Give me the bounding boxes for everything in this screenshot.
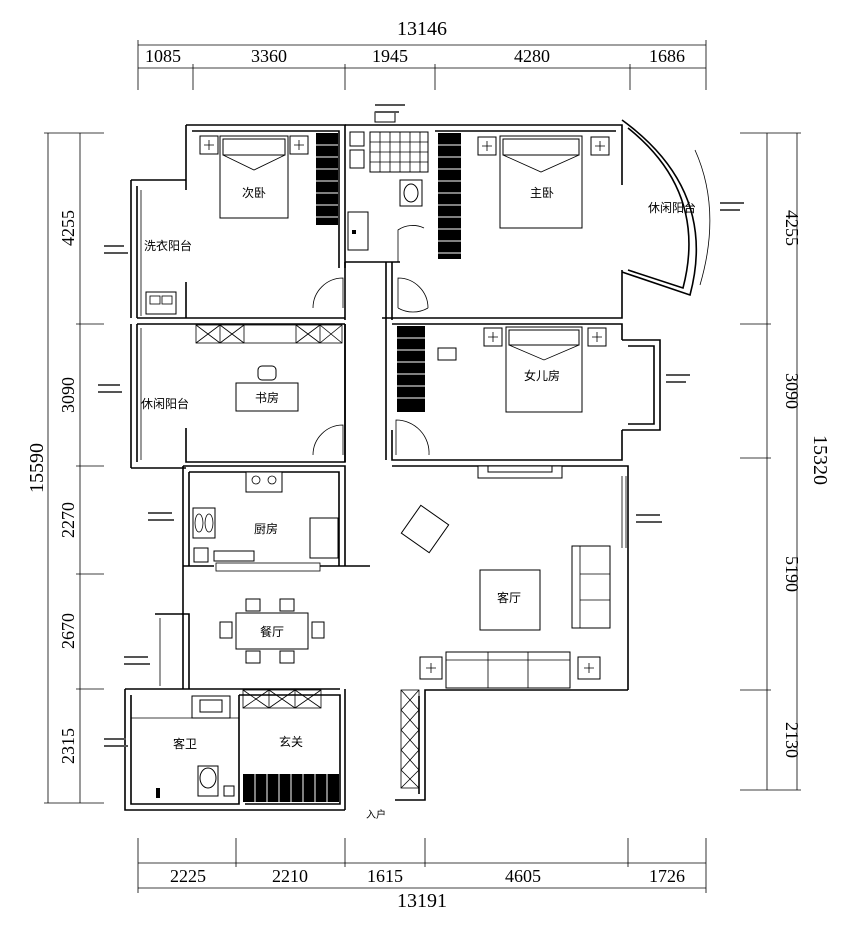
label-daughter-room: 女儿房 <box>524 368 560 383</box>
left-dim-1: 4255 <box>58 210 78 246</box>
label-guest-bath: 客卫 <box>173 736 197 751</box>
right-dim-1: 4255 <box>782 210 802 246</box>
leisure-balcony-top-walls <box>621 119 711 297</box>
bottom-dim-1: 2225 <box>170 866 206 886</box>
bookshelves <box>195 324 420 789</box>
guest-bath-fixtures <box>131 695 239 798</box>
left-dim-3: 2270 <box>58 502 78 538</box>
right-dim-3: 5190 <box>782 556 802 592</box>
bed-master-bedroom <box>477 135 610 229</box>
bottom-dim-4: 4605 <box>505 866 541 886</box>
dimension-lines <box>44 40 801 893</box>
label-laundry-balcony: 洗衣阳台 <box>144 238 192 253</box>
top-dim-5: 1686 <box>649 46 685 66</box>
wardrobe-daughter-room <box>397 326 425 412</box>
bed-daughter-room <box>437 326 607 413</box>
left-window-lines <box>140 190 161 686</box>
daughter-balcony-walls <box>622 339 661 431</box>
doors <box>312 225 430 456</box>
bottom-dim-2: 2210 <box>272 866 308 886</box>
wardrobe-master-bedroom <box>438 133 461 259</box>
left-dim-2: 3090 <box>58 377 78 413</box>
label-master-bedroom: 主卧 <box>530 186 554 200</box>
top-dim-2: 3360 <box>251 46 287 66</box>
living-window <box>621 476 627 548</box>
right-dim-4: 2130 <box>782 722 802 758</box>
nightstand-markers <box>204 140 605 673</box>
left-dim-5: 2315 <box>58 728 78 764</box>
living-furniture <box>400 465 611 689</box>
left-total-dim: 15590 <box>26 443 48 493</box>
bottom-dim-5: 1726 <box>649 866 685 886</box>
label-second-bedroom: 次卧 <box>242 186 266 200</box>
label-leisure-balcony-top: 休闲阳台 <box>648 200 696 215</box>
top-total-dim: 13146 <box>397 18 447 40</box>
label-entry: 入户 <box>366 808 386 821</box>
top-dim-4: 4280 <box>514 46 550 66</box>
right-total-dim: 15320 <box>809 435 831 485</box>
bottom-dim-3: 1615 <box>367 866 403 886</box>
wardrobes <box>243 133 461 802</box>
top-dim-1: 1085 <box>145 46 181 66</box>
main-bathroom <box>347 111 429 251</box>
left-dim-4: 2670 <box>58 613 78 649</box>
label-leisure-balcony-left: 休闲阳台 <box>141 396 189 411</box>
study-desk <box>235 365 299 412</box>
label-living-room: 客厅 <box>497 590 521 605</box>
annotation-marks <box>98 104 744 747</box>
label-dining-room: 餐厅 <box>260 624 284 639</box>
label-study: 书房 <box>255 390 279 405</box>
dining-set <box>219 598 325 664</box>
laundry-fixtures <box>145 291 177 315</box>
right-dim-2: 3090 <box>782 373 802 409</box>
wardrobe-second-bedroom <box>316 133 338 225</box>
bottom-total-dim: 13191 <box>397 890 447 912</box>
top-dim-3: 1945 <box>372 46 408 66</box>
label-entrance-hall: 玄关 <box>279 734 303 749</box>
bed-second-bedroom <box>199 135 309 219</box>
kitchen-fixtures <box>192 471 339 572</box>
label-kitchen: 厨房 <box>254 521 278 536</box>
